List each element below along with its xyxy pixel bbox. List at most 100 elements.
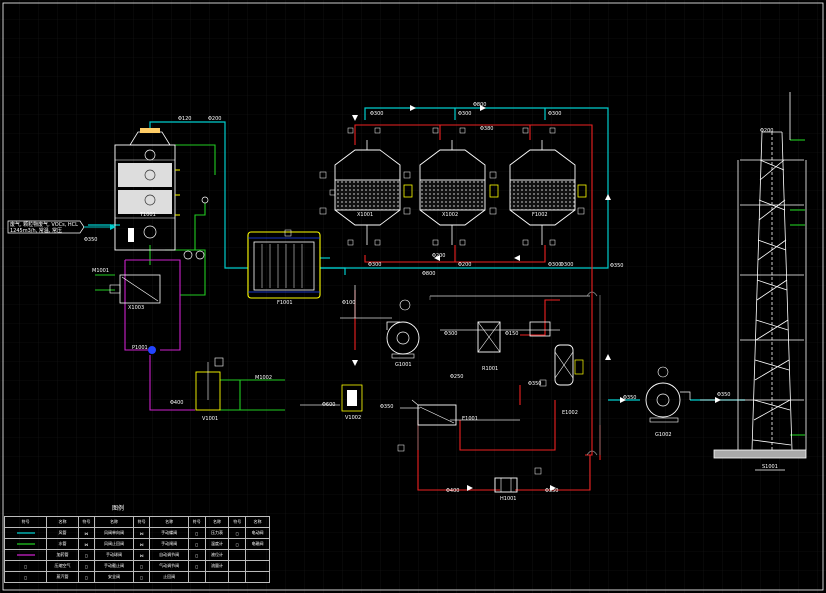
legend-cell: 水管 — [46, 538, 79, 550]
equipment-tag: H1001 — [500, 496, 517, 502]
pipe-label: Φ300 — [560, 262, 574, 268]
legend-cell: 手动闸阀 — [149, 538, 189, 550]
legend-cell: 自动调节阀 — [149, 549, 189, 561]
equipment-tag: V1002 — [345, 415, 362, 421]
pipe-label: Φ200 — [458, 262, 472, 268]
equipment-tag: F1001 — [277, 300, 293, 306]
legend-cell — [188, 571, 206, 583]
legend-symbol: ◻ — [77, 560, 96, 572]
flow-arrows — [352, 105, 721, 491]
legend-symbol: ◻ — [3, 571, 48, 583]
legend-cell: 风管 — [46, 527, 79, 539]
equipment-tag: G1002 — [655, 432, 672, 438]
feed-flowrate: 1245m3/h, 常温, 常压 — [10, 228, 62, 234]
legend-symbol: ⋈ — [132, 549, 151, 561]
legend-row: 水管 ⋈ 风阀止回阀 ⋈ 手动闸阀 ◻ 温度计 ◻ 电磁阀 — [3, 538, 270, 550]
pipe-label: Φ350 — [610, 263, 624, 269]
legend-cell: 蒸汽管 — [46, 571, 79, 583]
legend-symbol: ◻ — [188, 560, 206, 572]
legend-cell: 风阀单向阀 — [94, 527, 134, 539]
legend-cell: 加药管 — [46, 549, 79, 561]
legend-symbol: ⋈ — [132, 538, 151, 550]
pipe-label: Φ350 — [84, 237, 98, 243]
legend-symbol: ◻ — [132, 571, 151, 583]
dosing-tank — [195, 357, 224, 411]
pipe-label: Φ350 — [717, 392, 731, 398]
legend-symbol — [3, 527, 48, 539]
legend-cell: 电磁阀 — [245, 538, 270, 550]
adsorber-2 — [419, 140, 499, 245]
legend-cell: 符号 — [77, 516, 96, 528]
feed-description: 废气, 颗粒物废气, VOCs, HCL — [10, 222, 78, 228]
legend-cell: 温度计 — [204, 538, 230, 550]
legend-cell: 止回阀 — [149, 571, 189, 583]
equipment-tag: P1001 — [132, 345, 148, 351]
pipe-label: Φ300 — [458, 111, 472, 117]
pipe-label: Φ800 — [473, 102, 487, 108]
adsorber-3 — [509, 140, 587, 245]
pipe-label: Φ200 — [208, 116, 222, 122]
pipe-label: Φ400 — [446, 488, 460, 494]
catalytic-unit — [477, 321, 584, 386]
equipment-tag: M1001 — [92, 268, 110, 274]
legend-symbol — [3, 538, 48, 550]
pipe-label: Φ300 — [444, 331, 458, 337]
legend-cell: 名称 — [149, 516, 189, 528]
legend-cell: 名称 — [46, 516, 79, 528]
pipe-label: Φ350 — [380, 404, 394, 410]
equipment-tag: X1001 — [357, 212, 374, 218]
legend-cell — [245, 549, 270, 561]
heat-exchanger-small — [109, 274, 161, 354]
equipment-tag: E1001 — [462, 416, 478, 422]
pipe-label: Φ350 — [528, 381, 542, 387]
equipment-tag: M1002 — [255, 375, 273, 381]
heat-exchanger — [341, 384, 457, 426]
pipe-label: Φ200 — [432, 253, 446, 259]
legend-cell: 手动蝶阀 — [149, 527, 189, 539]
legend-symbol: ◻ — [77, 549, 96, 561]
legend-symbol: ⋈ — [77, 538, 96, 550]
legend-cell: 手动球阀 — [94, 549, 134, 561]
legend-symbol: ◻ — [188, 549, 206, 561]
pipe-label: Φ400 — [170, 400, 184, 406]
equipment-tag: S1001 — [762, 464, 778, 470]
heater — [494, 477, 518, 493]
pipe-label: Φ300 — [370, 111, 384, 117]
legend-cell — [228, 571, 247, 583]
pipe-label: Φ120 — [178, 116, 192, 122]
legend-symbol — [3, 549, 48, 561]
legend-cell: 压缩空气 — [46, 560, 79, 572]
legend-symbol: ◻ — [77, 571, 96, 583]
feed-inlet — [7, 220, 116, 234]
equipment-tag: T1001 — [140, 212, 156, 218]
valve-markers — [284, 127, 585, 475]
legend-cell: 符号 — [132, 516, 151, 528]
legend-row: ◻ 蒸汽管 ◻ 安全阀 ◻ 止回阀 — [3, 571, 270, 583]
legend-row: 加药管 ◻ 手动球阀 ⋈ 自动调节阀 ◻ 液位计 — [3, 549, 270, 561]
scrubber-tower — [114, 128, 180, 251]
equipment-tag: G1001 — [395, 362, 412, 368]
circulation-pumps — [183, 196, 209, 260]
pipe-label: Φ150 — [505, 331, 519, 337]
water-lines — [95, 139, 805, 436]
legend-symbol: ◻ — [228, 527, 247, 539]
legend-symbol: ◻ — [132, 560, 151, 572]
legend-header-row: 符号 名称 符号 名称 符号 名称 符号 名称 符号 名称 — [3, 516, 270, 528]
legend-row: ◻ 压缩空气 ◻ 手动截止阀 ◻ 气动调节阀 ◻ 流量计 — [3, 560, 270, 572]
legend-symbol: ⋈ — [77, 527, 96, 539]
pipe-label: Φ300 — [548, 262, 562, 268]
legend-cell: 名称 — [94, 516, 134, 528]
exhaust-stack — [713, 92, 807, 471]
desorption-fan — [386, 299, 420, 359]
pipe-label: Φ350 — [545, 488, 559, 494]
legend-cell: 气动调节阀 — [149, 560, 189, 572]
dry-filter — [247, 231, 321, 299]
pipe-label: Φ380 — [480, 126, 494, 132]
legend-cell — [228, 560, 247, 572]
legend-symbol: ◻ — [228, 538, 247, 550]
equipment-tag: V1001 — [202, 416, 219, 422]
pipe-label: Φ300 — [368, 262, 382, 268]
legend-symbol: ◻ — [188, 538, 206, 550]
